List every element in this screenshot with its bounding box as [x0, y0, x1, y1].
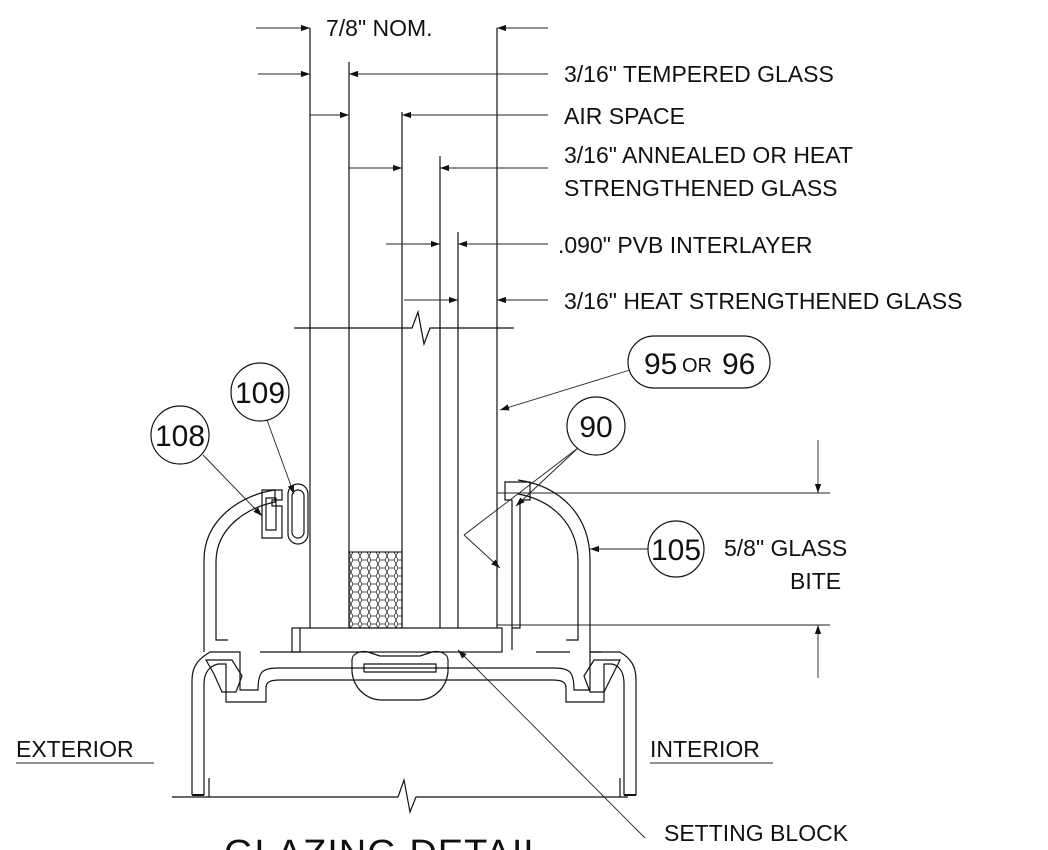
- frame-extrusion: [172, 479, 637, 815]
- dimension-arrows: [256, 24, 548, 304]
- exterior-label: EXTERIOR: [16, 736, 134, 762]
- callout-105-text: 105: [651, 534, 701, 567]
- annotation-labels: 7/8" NOM. 3/16" TEMPERED GLASS AIR SPACE…: [16, 15, 962, 850]
- glass-bite-dimension: [497, 440, 830, 678]
- desiccant-spacer: [348, 551, 403, 629]
- callout-90: 90: [463, 396, 626, 569]
- interior-label: INTERIOR: [650, 736, 760, 762]
- glass-bite-label-line2: BITE: [790, 568, 841, 594]
- annealed-label-line1: 3/16" ANNEALED OR HEAT: [564, 142, 853, 168]
- callout-or-text: OR: [682, 355, 712, 377]
- setting-block-label: SETTING BLOCK: [664, 820, 849, 846]
- callout-95-text: 95: [644, 348, 677, 381]
- glass-bite-label-line1: 5/8" GLASS: [724, 535, 847, 561]
- callout-108-text: 108: [155, 420, 205, 453]
- annealed-label-line2: STRENGTHENED GLASS: [564, 175, 838, 201]
- callout-90-text: 90: [579, 411, 612, 444]
- air-space-label: AIR SPACE: [564, 103, 685, 129]
- nominal-label: 7/8" NOM.: [326, 15, 433, 41]
- callout-108: 108: [150, 405, 263, 517]
- drawing-title: GLAZING DETAIL: [224, 833, 546, 850]
- callout-109-text: 109: [235, 377, 285, 410]
- setting-block-leader: [457, 649, 646, 839]
- setting-block: [291, 627, 503, 653]
- callout-105: 105: [590, 520, 705, 578]
- pvb-interlayer-label: .090" PVB INTERLAYER: [558, 232, 812, 258]
- glass-panes: [294, 28, 514, 628]
- callout-109: 109: [230, 362, 295, 495]
- heat-strengthened-label: 3/16" HEAT STRENGTHENED GLASS: [564, 288, 962, 314]
- callout-95-96: 95 OR 96: [499, 335, 771, 411]
- gasket-108-109: [261, 483, 309, 545]
- tempered-glass-label: 3/16" TEMPERED GLASS: [564, 61, 834, 87]
- callout-96-text: 96: [722, 348, 755, 381]
